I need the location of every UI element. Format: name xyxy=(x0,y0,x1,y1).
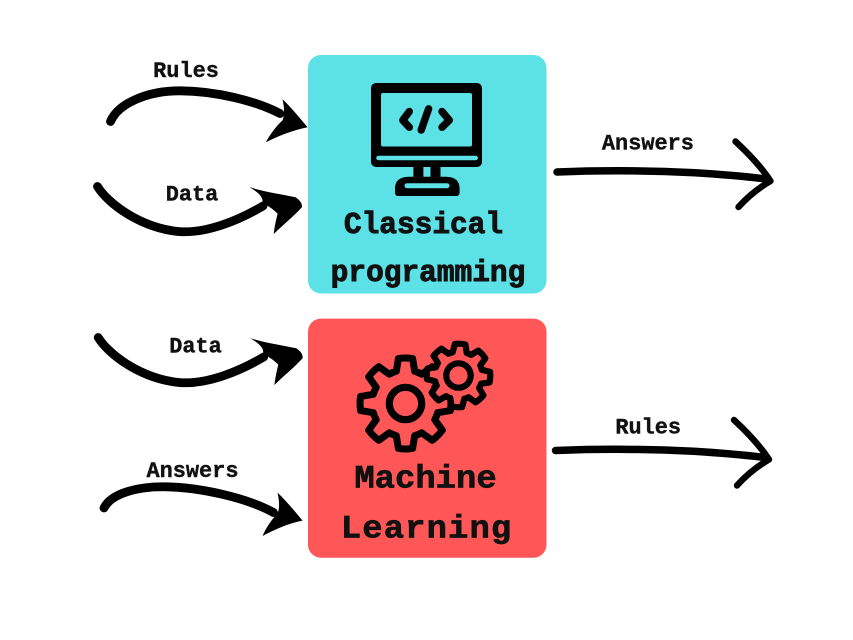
svg-text:Answers: Answers xyxy=(602,131,694,156)
svg-text:programming: programming xyxy=(331,257,526,292)
svg-text:Learning: Learning xyxy=(341,510,513,547)
svg-text:Classical: Classical xyxy=(344,209,503,244)
svg-text:Data: Data xyxy=(166,183,219,208)
svg-text:Answers: Answers xyxy=(147,459,239,484)
svg-text:Machine: Machine xyxy=(354,460,496,497)
svg-text:Data: Data xyxy=(169,335,222,360)
svg-text:Rules: Rules xyxy=(153,59,219,84)
svg-text:Rules: Rules xyxy=(615,415,681,440)
